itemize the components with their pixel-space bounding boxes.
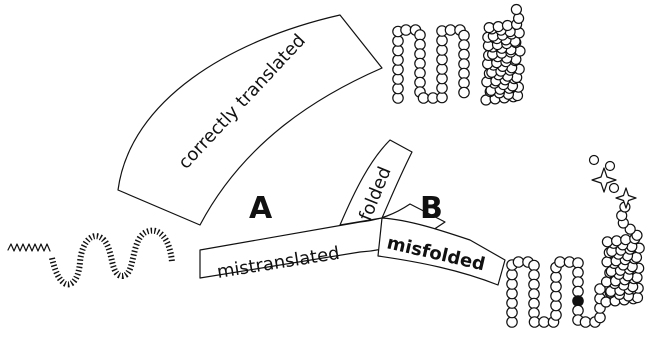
bead [572, 257, 584, 269]
bead [392, 44, 404, 57]
bead [501, 19, 514, 32]
folded-arrow [339, 139, 413, 226]
bead [458, 86, 470, 99]
bead [436, 82, 448, 94]
label-pathway-b: B [420, 191, 443, 226]
bead [436, 44, 448, 56]
bead [512, 256, 525, 268]
bead [444, 24, 457, 36]
bead [458, 77, 470, 89]
bead [550, 299, 562, 312]
bead [436, 34, 448, 47]
bead [510, 3, 523, 16]
bead [579, 316, 592, 328]
bead [414, 57, 426, 70]
bead [550, 309, 562, 321]
free-bead [588, 154, 600, 166]
bead [572, 304, 584, 317]
bead [392, 73, 404, 85]
bead [436, 72, 448, 85]
free-bead [608, 182, 620, 194]
bead [458, 39, 470, 51]
bead [392, 54, 404, 66]
bead [392, 82, 404, 95]
bead [392, 35, 404, 47]
bead [528, 316, 541, 328]
bead [528, 297, 540, 310]
bead [392, 63, 404, 76]
star-marker [591, 167, 617, 193]
bead [554, 256, 566, 268]
bead [572, 285, 584, 298]
bead [414, 29, 426, 41]
bead [506, 287, 518, 300]
free-bead [604, 160, 616, 172]
bead [492, 21, 504, 33]
bead [538, 316, 550, 328]
unfolded-chain-tail [7, 243, 51, 252]
bead [506, 297, 518, 309]
label-pathway-a: A [249, 191, 273, 226]
bead [483, 22, 495, 34]
bead [506, 268, 518, 281]
bead [436, 63, 448, 75]
bead [624, 223, 636, 235]
bead [550, 271, 562, 283]
star-marker [615, 187, 637, 209]
bead [601, 236, 614, 248]
bead [414, 76, 426, 89]
bead [600, 296, 612, 308]
bead [601, 256, 613, 268]
bead [594, 283, 606, 295]
bead [631, 229, 643, 241]
bead [631, 292, 644, 304]
bead [458, 48, 470, 61]
bead [550, 280, 562, 293]
correctly-folded-protein [392, 3, 526, 106]
correctly-translated-arrow [117, 14, 383, 226]
unfolded-chain [7, 227, 175, 288]
bead [528, 288, 540, 300]
bead [572, 276, 584, 288]
bead [528, 259, 540, 272]
bead [528, 269, 540, 281]
bead [506, 306, 518, 319]
bead [506, 316, 518, 328]
misfolded-protein [506, 154, 645, 328]
bead [550, 290, 562, 302]
bead [436, 53, 448, 66]
bead [458, 29, 470, 42]
bead [600, 276, 613, 288]
bead [631, 271, 643, 284]
bead [506, 278, 518, 290]
bead [610, 235, 623, 247]
bead [620, 234, 632, 246]
bead [414, 67, 426, 79]
bead [417, 92, 430, 104]
bead [594, 311, 606, 324]
bead [528, 278, 540, 291]
bead [392, 92, 404, 104]
misfolded-arrow [377, 217, 506, 286]
unfolded-chain-strand [49, 227, 175, 288]
bead [572, 266, 584, 279]
bead [436, 91, 448, 104]
bead [400, 24, 412, 36]
mutation-bead [572, 295, 584, 307]
bead [458, 58, 470, 70]
bead [414, 38, 426, 51]
bead [414, 48, 426, 60]
bead [458, 67, 470, 80]
